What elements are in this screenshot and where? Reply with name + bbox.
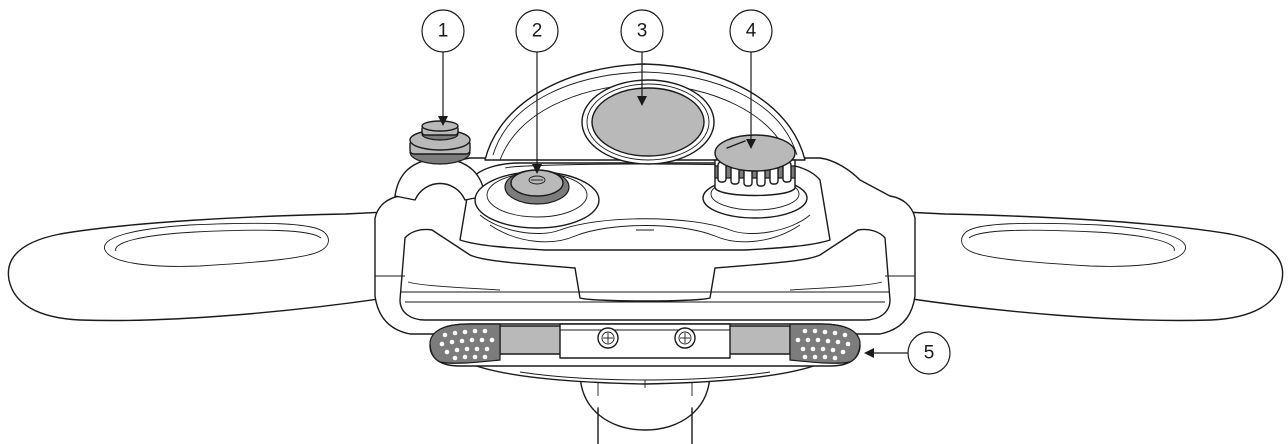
- callout-1: 1: [421, 9, 465, 126]
- push-button-part: [394, 120, 486, 201]
- speed-dial-part: [702, 134, 808, 219]
- key-switch-part: [474, 169, 600, 229]
- callout-3: 3: [620, 9, 664, 106]
- callout-5-label: 5: [924, 343, 935, 364]
- right-screw: [674, 327, 696, 349]
- left-handgrip: [7, 211, 387, 322]
- callout-4-label: 4: [746, 21, 757, 42]
- left-grip-pattern: [439, 328, 495, 361]
- steering-column: [579, 371, 711, 444]
- throttle-lever-part: [429, 323, 861, 367]
- right-handgrip: [904, 211, 1284, 322]
- callout-3-label: 3: [637, 21, 648, 42]
- left-screw: [597, 327, 619, 349]
- callout-2: 2: [515, 9, 559, 174]
- right-grip-pattern: [795, 328, 851, 361]
- callout-4: 4: [729, 9, 773, 149]
- callout-2-label: 2: [532, 21, 543, 42]
- display-panel-part: [581, 79, 715, 165]
- callout-1-label: 1: [438, 21, 449, 42]
- callout-5: 5: [864, 331, 951, 375]
